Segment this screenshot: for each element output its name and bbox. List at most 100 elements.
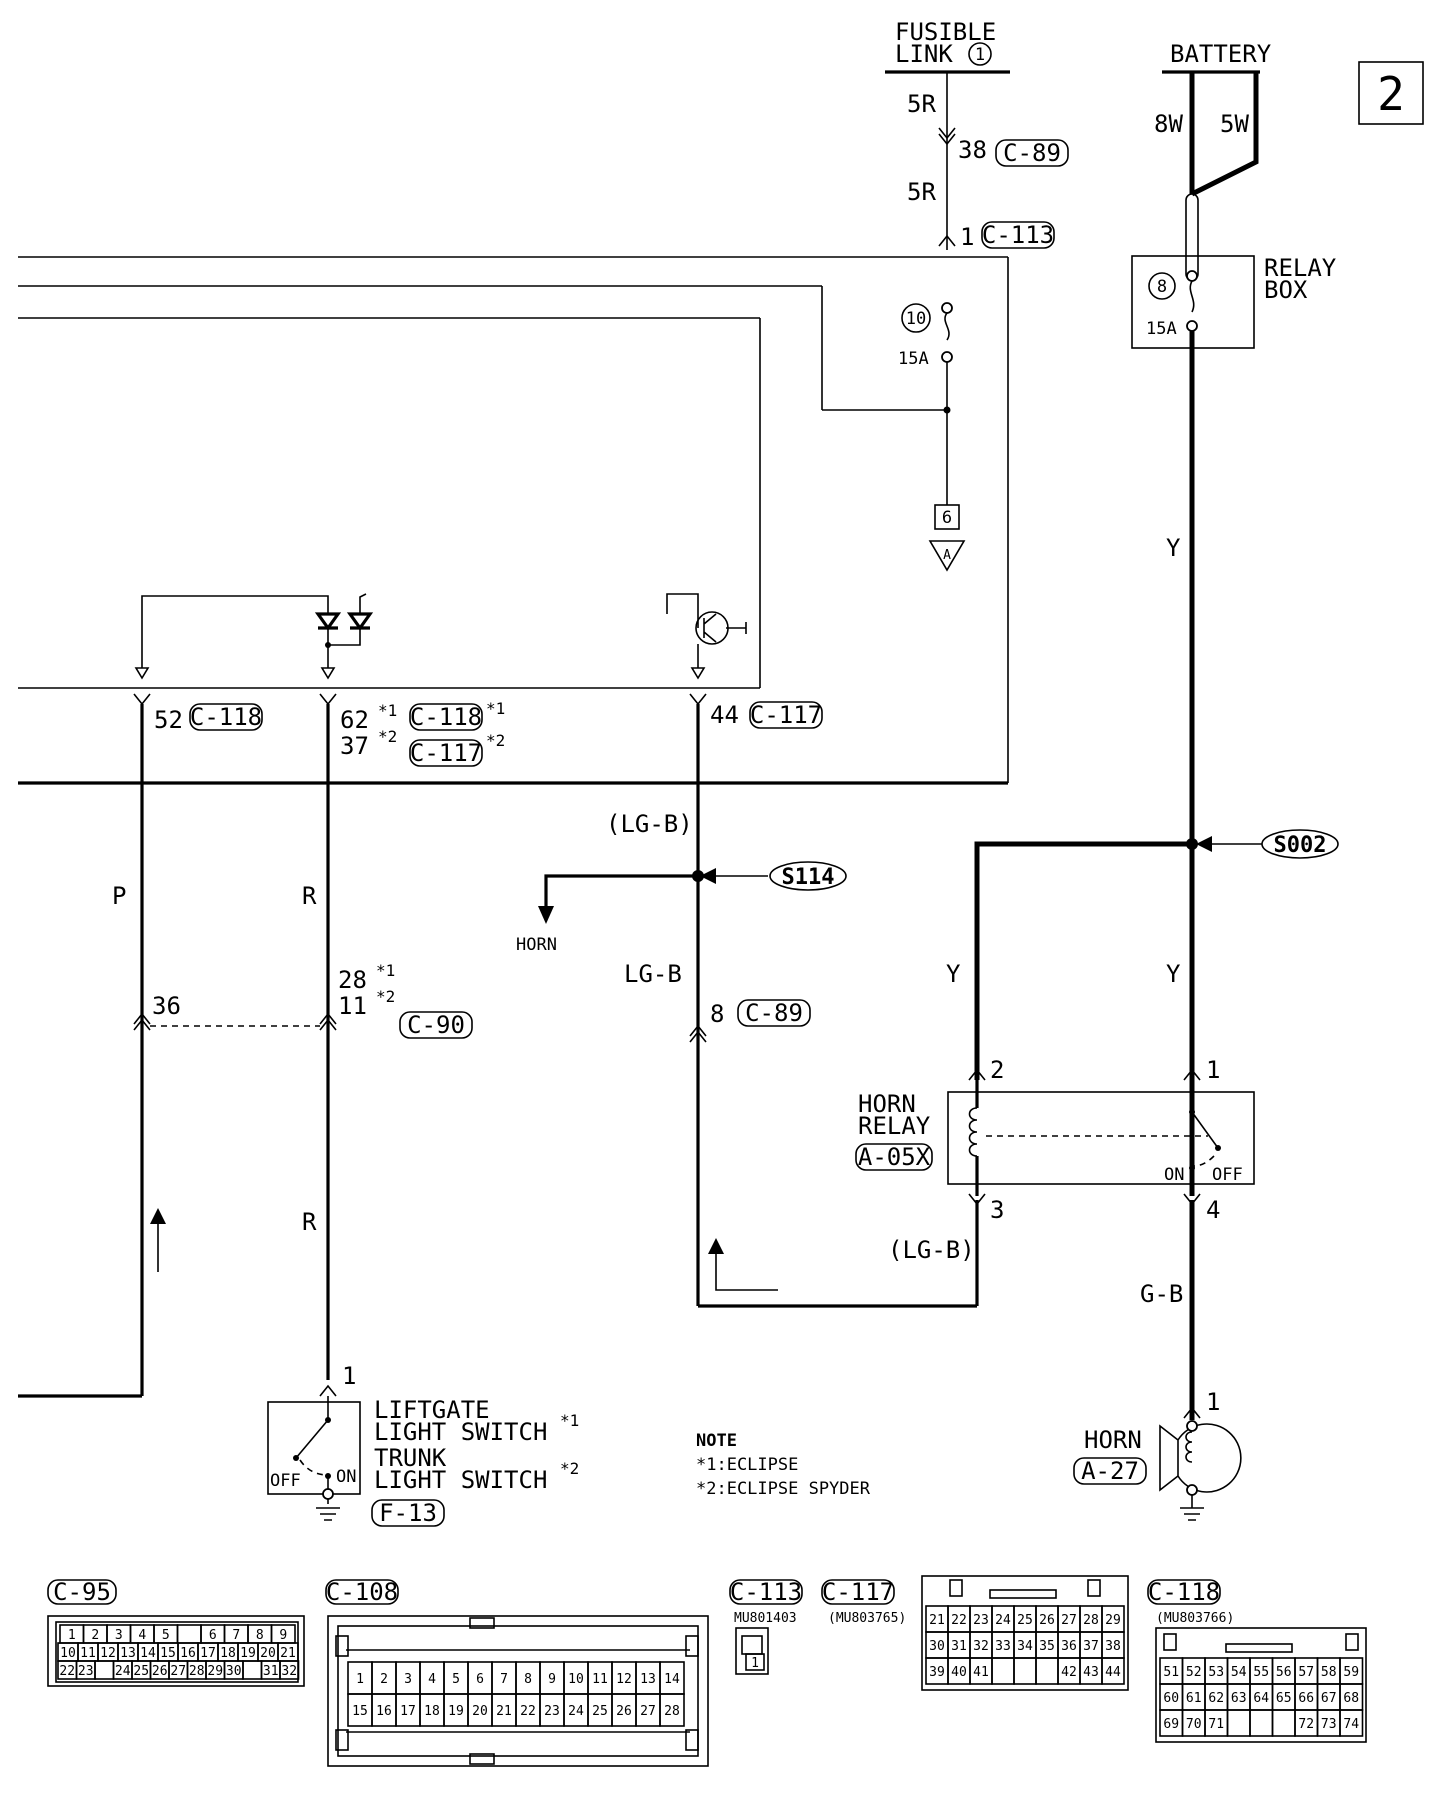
c95-pin-28: 28 [189, 1664, 205, 1679]
horn-pin-1: 1 [1206, 1388, 1220, 1416]
page-number-box [1358, 61, 1424, 125]
c95-pin-32: 32 [281, 1664, 297, 1679]
horn-pin-arrow [1183, 1406, 1201, 1419]
c95-pin-14: 14 [140, 1646, 156, 1661]
pin-8: 8 [710, 1000, 724, 1028]
c108-pin-2: 2 [380, 1672, 388, 1687]
c118-pin-69: 69 [1163, 1717, 1179, 1732]
connector-c117-face-label: C-117 [822, 1578, 894, 1606]
c118-pin-54: 54 [1231, 1665, 1247, 1680]
c118-pin-70: 70 [1186, 1717, 1202, 1732]
pin-52-arrow [133, 693, 151, 706]
pin-37: 37 [340, 732, 369, 760]
fuse10-circle [901, 303, 931, 333]
c108-pin-4: 4 [428, 1672, 436, 1687]
c117-part-number: (MU803765) [828, 1611, 906, 1626]
c117-cavity [991, 1657, 1015, 1685]
pin-62-arrow [319, 693, 337, 706]
c118-pin-68: 68 [1343, 1691, 1359, 1706]
c118-pin-72: 72 [1298, 1717, 1314, 1732]
c118-pin-65: 65 [1276, 1691, 1292, 1706]
wire-5r-label-1: 5R [907, 90, 936, 118]
c108-pin-28: 28 [664, 1704, 680, 1719]
fusible-link-label: FUSIBLE [895, 18, 996, 46]
wire-r-label-1: R [302, 882, 317, 910]
c95-pin-19: 19 [240, 1646, 256, 1661]
fusible-link-num: 1 [975, 45, 985, 65]
pin-37-star: *2 [378, 727, 397, 746]
c108-pin-17: 17 [400, 1704, 416, 1719]
fuse10-element [944, 312, 950, 341]
connector-c89-label: C-89 [1003, 139, 1061, 167]
c117-cavity [1035, 1657, 1059, 1685]
wire-p-label: P [112, 882, 126, 910]
pin-38: 38 [958, 136, 987, 164]
c118-pin-61: 61 [1186, 1691, 1202, 1706]
c95-pin-30: 30 [226, 1664, 242, 1679]
connector-c89-tag-2 [737, 999, 811, 1027]
c95-pin-24: 24 [115, 1664, 131, 1679]
c117-pin-36: 36 [1061, 1639, 1077, 1654]
horn-branch-label: HORN [516, 935, 557, 955]
switch-label-line1: LIFTGATE [374, 1396, 490, 1424]
c95-pin-3: 3 [115, 1628, 123, 1643]
relay-pin-1: 1 [1206, 1056, 1220, 1084]
c118-pin-63: 63 [1231, 1691, 1247, 1706]
connector-c113-arrow [938, 234, 956, 247]
c95-pin-6: 6 [209, 1628, 217, 1643]
c118-pin-64: 64 [1253, 1691, 1269, 1706]
c89-arrow-8 [689, 1024, 707, 1043]
pin-36: 36 [152, 992, 181, 1020]
note-line-1: *1:ECLIPSE [696, 1455, 798, 1475]
fuse10-terminal-bot [941, 351, 953, 363]
c95-pin-2: 2 [91, 1628, 99, 1643]
c117-pin-32: 32 [973, 1639, 989, 1654]
splice-s002-tag [1261, 829, 1339, 859]
c108-pin-13: 13 [640, 1672, 656, 1687]
connector-c89-tag [995, 139, 1069, 167]
offpage-triangle [928, 540, 966, 572]
c108-pin-21: 21 [496, 1704, 512, 1719]
ecu-terminal-52 [134, 667, 150, 680]
connector-c118-face-tag [1147, 1579, 1221, 1605]
wire-8w-label: 8W [1154, 110, 1183, 138]
ecu-terminal-44 [690, 667, 706, 680]
connector-c117-label: C-117 [410, 739, 482, 767]
c117-pin-24: 24 [995, 1613, 1011, 1628]
relay-pin1-arrow [1183, 1068, 1201, 1081]
relay-fuse-terminal-bot [1186, 320, 1198, 332]
c95-pin-17: 17 [200, 1646, 216, 1661]
c108-pin-12: 12 [616, 1672, 632, 1687]
wire-5r-label-2: 5R [907, 178, 936, 206]
c95-pin-20: 20 [260, 1646, 276, 1661]
diode-2-icon [346, 612, 374, 631]
switch-off-label: OFF [270, 1471, 301, 1491]
c95-pin-21: 21 [280, 1646, 296, 1661]
pin-44-arrow [689, 693, 707, 706]
c118-pin-62: 62 [1208, 1691, 1224, 1706]
c118-cavity [1249, 1709, 1274, 1737]
c108-pin-11: 11 [592, 1672, 608, 1687]
c118-pin-57: 57 [1298, 1665, 1314, 1680]
c95-pin-11: 11 [80, 1646, 96, 1661]
wire-lgb-label: LG-B [624, 960, 682, 988]
connector-f13-label: F-13 [379, 1499, 437, 1527]
switch-label-line3: TRUNK [374, 1444, 447, 1472]
pin-44: 44 [710, 701, 739, 729]
c117-cavity [1101, 1657, 1125, 1685]
c108-pin-5: 5 [452, 1672, 460, 1687]
c95-pin-10: 10 [60, 1646, 76, 1661]
connector-c118-tag [189, 703, 263, 731]
pin-62-star: *1 [378, 701, 397, 720]
c118-pin-67: 67 [1321, 1691, 1337, 1706]
pin-62: 62 [340, 706, 369, 734]
c108-pin-27: 27 [640, 1704, 656, 1719]
connector-c118-tag-2 [409, 703, 483, 731]
connector-c113-face-label: C-113 [730, 1578, 802, 1606]
c117-star: *2 [486, 731, 505, 750]
relay-fuse-element [1189, 280, 1195, 313]
c117-pin-38: 38 [1105, 1639, 1121, 1654]
ground-icon-switch [316, 1507, 340, 1521]
